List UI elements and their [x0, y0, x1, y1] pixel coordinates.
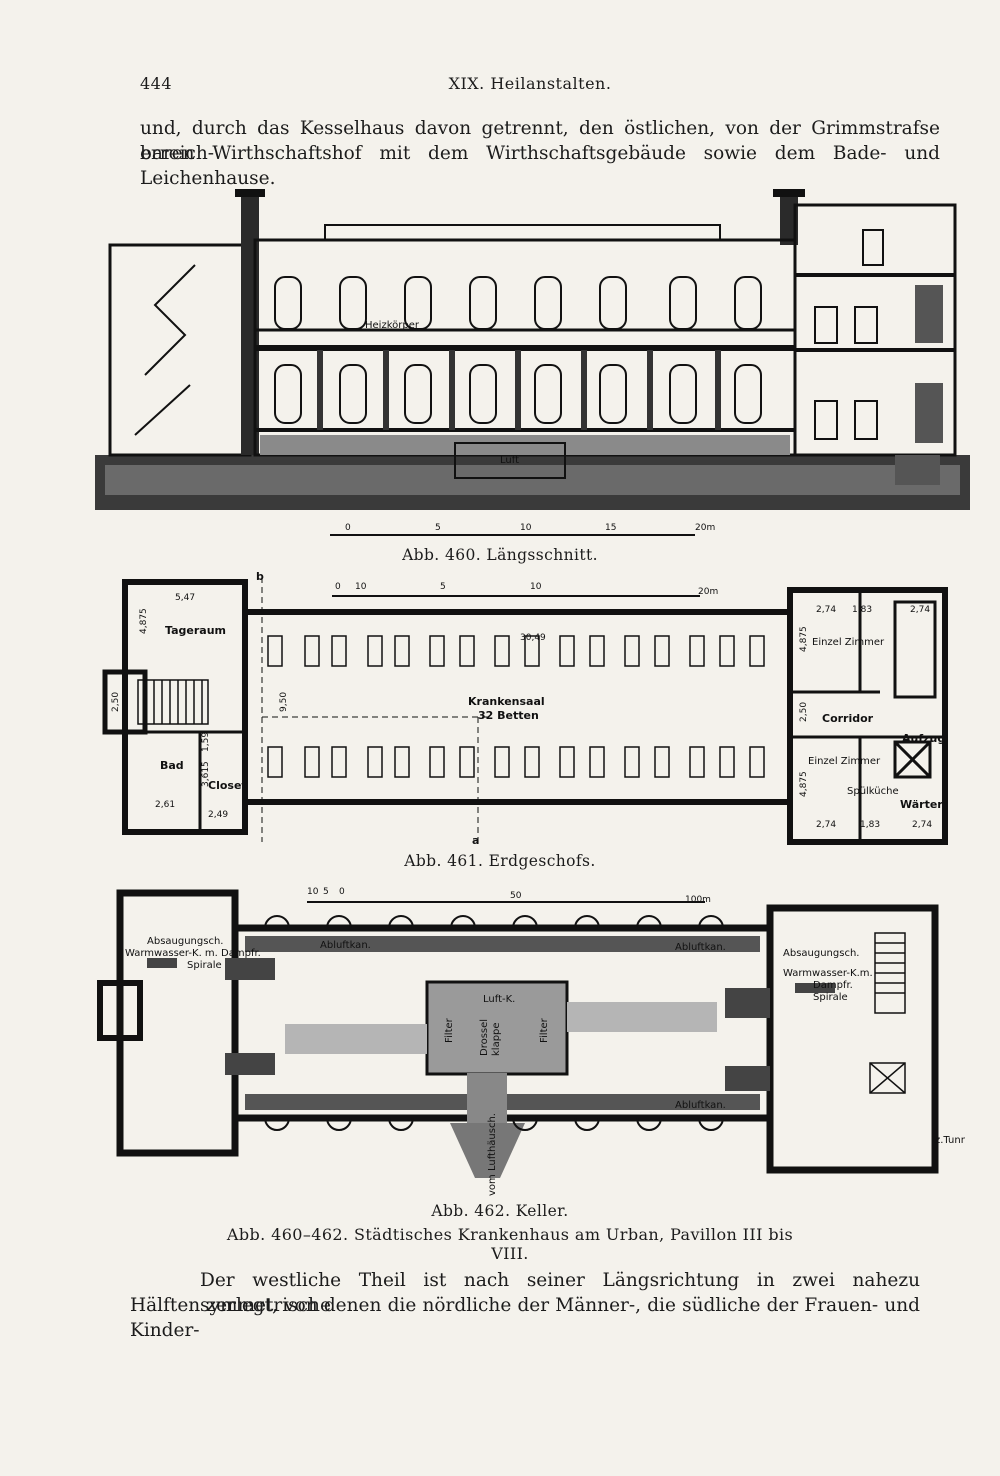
label-spirale-left: Spirale — [187, 960, 222, 971]
running-head: XIX. Heilanstalten. — [448, 74, 612, 93]
dim-274-tr: 2,74 — [910, 605, 930, 615]
page-header: 444 XIX. Heilanstalten. — [140, 74, 940, 98]
label-filter-2: Filter — [539, 1017, 550, 1043]
intro-line-2: baren Wirthschaftshof mit dem Wirthschaf… — [140, 143, 940, 189]
room-bad: Bad — [160, 759, 184, 772]
scale-460-15: 15 — [605, 523, 616, 533]
main-caption: Abb. 460–462. Städtisches Krankenhaus am… — [226, 1225, 794, 1263]
label-abluftkan-1: Abluftkan. — [320, 940, 371, 951]
room-corridor: Corridor — [822, 712, 874, 725]
dim-4875-rt: 4,875 — [799, 626, 809, 652]
dim-249: 2,49 — [208, 810, 228, 820]
dim-274-bl: 2,74 — [816, 820, 836, 830]
scale-461-10: 10 — [355, 582, 367, 592]
label-heizkoerper: Heizkörper — [365, 320, 420, 331]
section-marker-a: a — [472, 834, 479, 847]
label-absaugungsch-right: Absaugungsch. — [783, 948, 859, 959]
scale-461-20: 20m — [698, 587, 718, 597]
dim-183-t: 1,83 — [852, 605, 872, 615]
label-abluftkan-3: Abluftkan. — [675, 1100, 726, 1111]
label-warmwasser-left: Warmwasser-K. m. Dampfr. — [125, 948, 261, 959]
label-luft: Luft — [500, 455, 519, 466]
room-spuelkueche: Spülküche — [847, 786, 899, 797]
scale-460-10: 10 — [520, 523, 532, 533]
figure-laengsschnitt: Heizkörper Luft 0 5 10 15 20m — [95, 189, 970, 536]
dim-274-br: 2,74 — [912, 820, 932, 830]
dim-274-tl: 2,74 — [816, 605, 836, 615]
scale-462-10: 10 — [307, 887, 319, 897]
scale-462-0: 0 — [339, 887, 345, 897]
scale-462-100: 100m — [685, 895, 711, 905]
dim-261: 2,61 — [155, 800, 175, 810]
dim-3049: 30,49 — [520, 633, 546, 643]
dim-4875-left: 4,875 — [139, 608, 149, 634]
scale-461-0: 0 — [335, 582, 341, 592]
room-einzel-zimmer-bottom: Einzel Zimmer — [808, 756, 881, 767]
scale-462-5: 5 — [323, 887, 329, 897]
intro-line-1: und, durch das Kesselhaus davon getrennt… — [140, 118, 940, 164]
label-luft-k: Luft-K. — [483, 994, 515, 1005]
label-klappe: klappe — [491, 1022, 502, 1056]
dim-183-b: 1,83 — [860, 820, 880, 830]
label-dampf-right: Dampfr. — [813, 980, 853, 991]
room-einzel-zimmer-top: Einzel Zimmer — [812, 637, 885, 648]
section-marker-b: b — [256, 572, 264, 583]
room-aufzug: Aufzug — [902, 732, 945, 745]
caption-fig460: Abb. 460. Längsschnitt. — [402, 546, 598, 564]
room-closet: Closet — [208, 779, 247, 792]
scale-460-20: 20m — [695, 523, 715, 533]
label-abluftkan-2: Abluftkan. — [675, 942, 726, 953]
scale-460-5: 5 — [435, 523, 441, 533]
dim-250-r: 2,50 — [799, 702, 809, 722]
label-drossel: Drossel — [479, 1019, 490, 1056]
label-vom-lufthaeusch: vom Lufthäusch. — [487, 1113, 498, 1196]
room-betten: 32 Betten — [478, 709, 539, 722]
outro-line-2: Hälften zerlegt, von denen die nördliche… — [130, 1295, 920, 1341]
caption-fig462: Abb. 462. Keller. — [431, 1202, 569, 1220]
label-absaugungsch-left: Absaugungsch. — [147, 936, 223, 947]
figure-erdgeschoss: 0 10 5 10 20m — [102, 572, 948, 847]
label-filter-1: Filter — [444, 1017, 455, 1043]
label-warmwasser-right: Warmwasser-K.m. — [783, 968, 873, 979]
scale-460-0: 0 — [345, 523, 351, 533]
dim-950: 9,50 — [279, 692, 289, 712]
dim-159: 1,59 — [201, 732, 211, 752]
label-spirale-right: Spirale — [813, 992, 848, 1003]
scale-461-5: 5 — [440, 582, 446, 592]
outro-line-1: Der westliche Theil ist nach seiner Läng… — [200, 1270, 920, 1316]
figure-keller: 10 5 0 50 100m — [97, 887, 965, 1196]
room-krankensaal: Krankensaal — [468, 695, 545, 708]
dim-4875-rb: 4,875 — [799, 771, 809, 797]
label-z-tunnel: z.Tunnel — [935, 1135, 965, 1146]
caption-fig461: Abb. 461. Erdgeschofs. — [404, 852, 596, 870]
scale-462-50: 50 — [510, 891, 522, 901]
room-waerter: Wärter — [900, 798, 943, 811]
dim-547: 5,47 — [175, 593, 195, 603]
dim-250-left: 2,50 — [111, 692, 121, 712]
dim-3615: 3,615 — [201, 761, 211, 787]
scale-461-10b: 10 — [530, 582, 542, 592]
room-tageraum: Tageraum — [165, 624, 226, 637]
page-number: 444 — [140, 74, 173, 93]
